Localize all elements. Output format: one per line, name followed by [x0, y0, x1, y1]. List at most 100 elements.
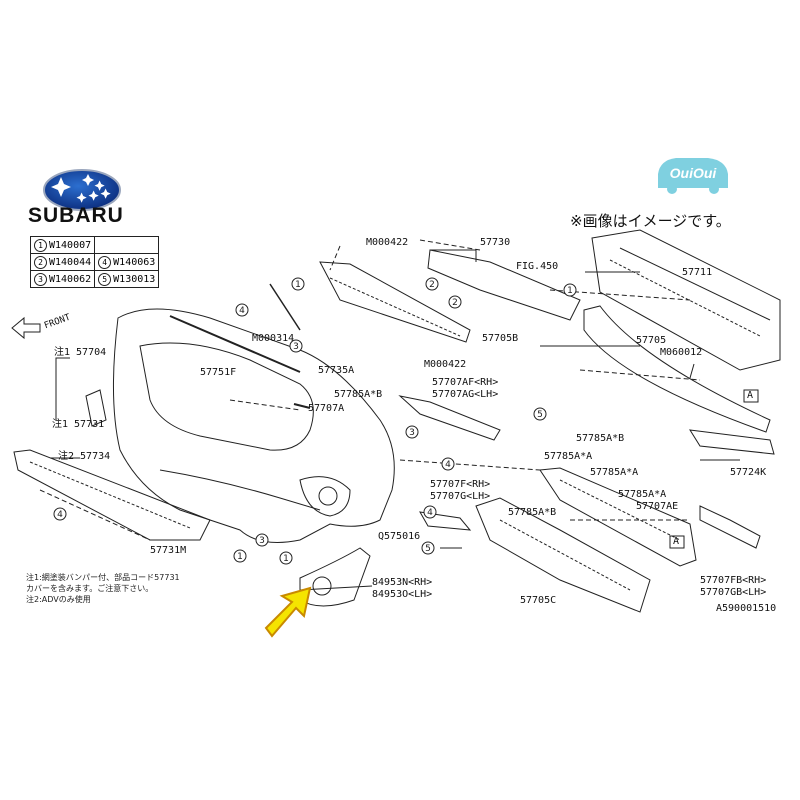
label-57707ae: 57707AE — [636, 501, 679, 512]
label-57785a-b3: 57785A*B — [508, 507, 557, 518]
ref-label-a2: A — [673, 536, 680, 547]
label-57707a: 57707A — [308, 403, 345, 414]
callout-marker: 1 — [563, 283, 577, 297]
callout-number: 3 — [409, 428, 415, 438]
reinforcement-57711 — [591, 229, 781, 371]
ref-box-a1 — [743, 389, 759, 403]
label-57724k: 57724K — [730, 467, 767, 478]
label-57730: 57730 — [480, 237, 511, 248]
label-m000422-top: M000422 — [366, 237, 409, 248]
callout-marker: 5 — [533, 407, 547, 421]
upper-support-57705b — [319, 261, 471, 343]
label-57707g: 57707G<LH> — [430, 491, 491, 502]
side-bracket-57707ae — [539, 467, 697, 567]
legend-code: W140007 — [49, 239, 92, 251]
label-57731m: 57731M — [150, 545, 187, 556]
upper-bracket-57730 — [427, 249, 581, 321]
label-84953o: 84953O<LH> — [372, 589, 433, 600]
cover-57731 — [85, 389, 107, 427]
label-m060012: M060012 — [660, 347, 703, 358]
callout-marker: 3 — [405, 425, 419, 439]
label-57751f: 57751F — [200, 367, 237, 378]
footnote-1-cont: カバーを含みます。ご注意下さい。 — [26, 584, 154, 593]
callout-marker: 2 — [425, 277, 439, 291]
label-57785a-b1: 57785A*B — [334, 389, 383, 400]
shop-badge-text: OuiOui — [669, 165, 717, 181]
label-m000314: M000314 — [252, 333, 295, 344]
callout-number: 4 — [57, 510, 63, 520]
callout-number: 4 — [445, 460, 451, 470]
callout-marker: 4 — [235, 303, 249, 317]
label-57705b: 57705B — [482, 333, 519, 344]
label-57705c: 57705C — [520, 595, 557, 606]
dashed-leaders — [39, 239, 701, 541]
strip-57707a — [293, 403, 311, 409]
subaru-logo-icon — [43, 169, 121, 211]
callout-marker: 3 — [255, 533, 269, 547]
callout-number: 4 — [427, 508, 433, 518]
image-notice: ※画像はイメージです。 — [570, 212, 731, 230]
legend-num: 2 — [34, 255, 47, 269]
callout-number: 3 — [293, 342, 299, 352]
label-57785a-b2: 57785A*B — [576, 433, 625, 444]
label-57734: 注2 57734 — [58, 451, 111, 462]
bracket-57707af — [398, 395, 501, 441]
shop-badge: OuiOui — [652, 152, 734, 194]
label-57711: 57711 — [682, 267, 713, 278]
legend-code: W140062 — [49, 273, 92, 285]
callout-marker: 5 — [421, 541, 435, 555]
callout-marker: 1 — [279, 551, 293, 565]
callout-marker: 2 — [448, 295, 462, 309]
label-57705: 57705 — [636, 335, 667, 346]
callout-marker: 1 — [291, 277, 305, 291]
footnote-2: 注2:ADVのみ使用 — [26, 595, 91, 604]
label-q575016: Q575016 — [378, 531, 421, 542]
label-fig450: FIG.450 — [516, 261, 559, 272]
bracket-57724k — [689, 429, 775, 455]
label-57707fb: 57707FB<RH> — [700, 575, 767, 586]
footnotes: 注1:網塗装バンパー付、部品コード57731 カバーを含みます。ご注意下さい。 … — [26, 572, 180, 605]
legend-num: 3 — [34, 272, 47, 286]
fog-light-opening — [299, 476, 351, 517]
label-57731: 注1 57731 — [52, 419, 105, 430]
callout-marker: 4 — [423, 505, 437, 519]
callout-number: 2 — [429, 280, 435, 290]
callout-marker: 4 — [53, 507, 67, 521]
legend-num: 4 — [98, 255, 112, 269]
callout-marker: 4 — [441, 457, 455, 471]
callout-number: 3 — [259, 536, 265, 546]
callout-number: 5 — [425, 544, 431, 554]
grille-bar-57751f — [169, 315, 301, 373]
callout-number: 1 — [567, 286, 573, 296]
legend-code: W130013 — [113, 273, 156, 285]
bracket-57707fb — [699, 505, 761, 549]
fog-light-circle — [318, 486, 338, 506]
label-57785a-a2: 57785A*A — [590, 467, 639, 478]
brand-name: SUBARU — [28, 204, 124, 227]
bumper-grille-opening — [139, 342, 314, 451]
lower-grille-57734 — [13, 449, 211, 541]
callout-marker: 1 — [233, 549, 247, 563]
legend-num: 1 — [34, 238, 47, 252]
beam-57705 — [583, 305, 771, 433]
label-57785a-a1: 57785A*A — [544, 451, 593, 462]
label-57704: 注1 57704 — [54, 347, 107, 358]
ref-box-a2 — [669, 535, 685, 549]
legend-code: W140044 — [49, 256, 92, 268]
callout-number: 1 — [283, 554, 289, 564]
leader-lines — [50, 249, 740, 591]
label-84953n: 84953N<RH> — [372, 577, 433, 588]
ref-label-a1: A — [747, 390, 754, 401]
label-57735a: 57735A — [318, 365, 355, 376]
under-cover-57705c — [475, 497, 651, 613]
callout-number: 4 — [239, 306, 245, 316]
label-57785a-a3: 57785A*A — [618, 489, 667, 500]
car-badge-icon — [658, 158, 728, 194]
label-57707ag: 57707AG<LH> — [432, 389, 499, 400]
